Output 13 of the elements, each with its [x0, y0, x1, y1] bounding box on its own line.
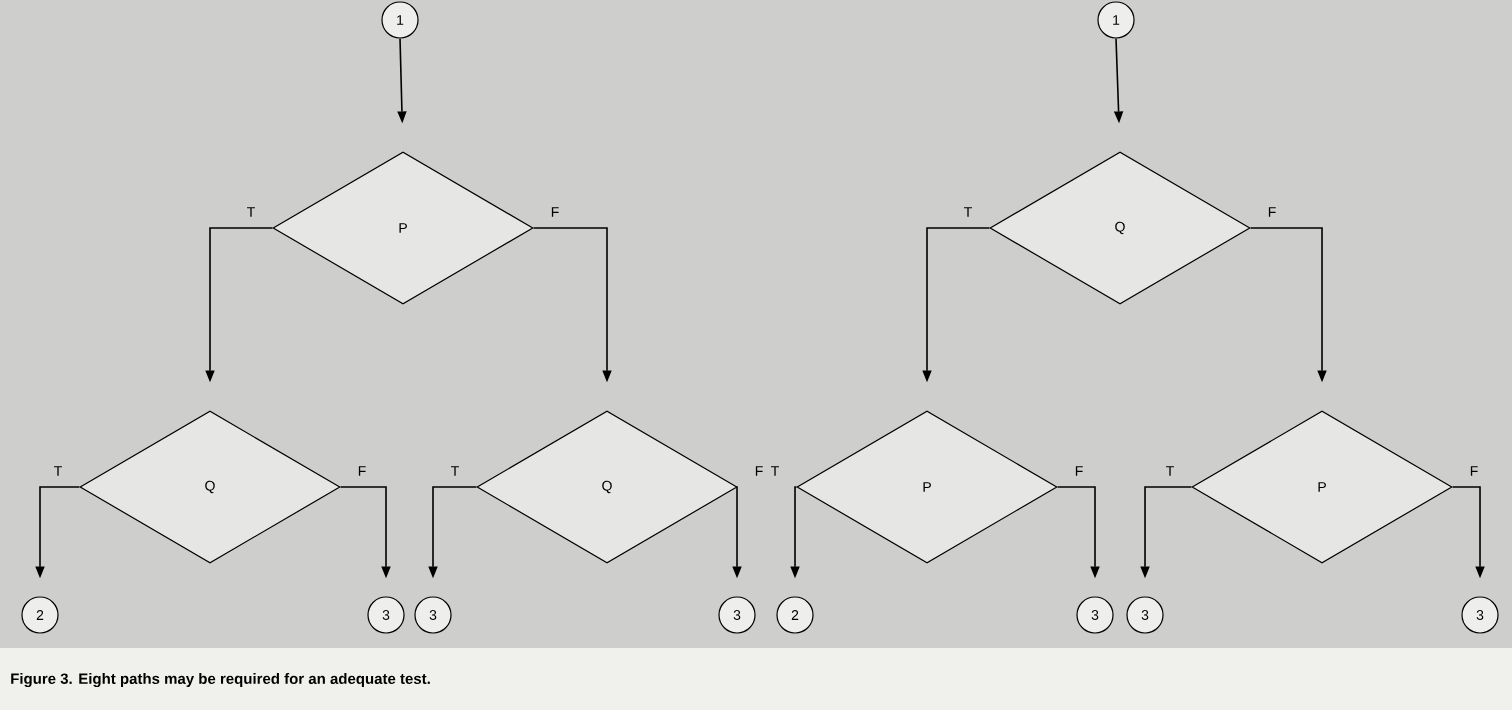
edge-label: T — [54, 466, 62, 476]
edge-label: T — [771, 466, 779, 476]
edge-label: F — [551, 207, 559, 217]
edge-label: T — [451, 466, 459, 476]
caption: Figure 3. Eight paths may be required for an adequate test. — [11, 673, 430, 688]
edge-label: T — [964, 207, 972, 217]
edge-label: T — [247, 207, 255, 217]
edge-label: F — [1075, 466, 1083, 476]
edge-label: F — [358, 466, 366, 476]
edge-label: F — [1470, 466, 1478, 476]
edge-label: F — [1268, 207, 1276, 217]
edge-label: F — [755, 466, 763, 476]
edge-label: T — [1166, 466, 1174, 476]
